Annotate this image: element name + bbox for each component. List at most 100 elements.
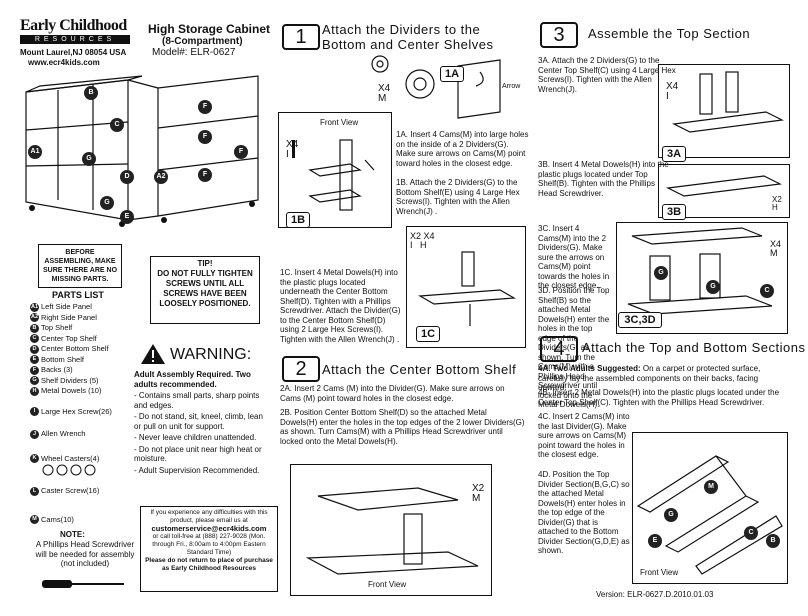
tip-title: TIP! (197, 259, 213, 268)
step3cd-label-c: C (760, 284, 774, 298)
overview-label-g2: G (100, 196, 114, 210)
casters-icon (42, 464, 96, 476)
note-title: NOTE: (60, 530, 85, 539)
step4c-text: 4C. Insert 2 Cams(M) into the last Divid… (538, 412, 630, 459)
contact-email[interactable]: customerservice@ecr4kids.com (151, 524, 267, 533)
step4-frame (632, 432, 788, 584)
step1b-front-view: Front View (320, 118, 359, 127)
warning-item: - Do not stand, sit, kneel, climb, lean … (134, 412, 263, 431)
step2a-text: 2A. Insert 2 Cams (M) into the Divider(G… (280, 384, 505, 403)
tip-box: TIP! DO NOT FULLY TIGHTEN SCREWS UNTIL A… (150, 256, 260, 324)
step3d-text: 3D. Position the Top Shelf(B) so the att… (538, 286, 610, 409)
contact-line1: If you experience any difficulties with … (150, 509, 268, 524)
product-title: High Storage Cabinet (148, 22, 271, 36)
version-label: Version: ELR-0627.D.2010.01.03 (596, 590, 714, 599)
step3a-frame (658, 64, 790, 158)
brand-sub: RESOURCES (20, 35, 130, 44)
overview-label-a2: A2 (154, 170, 168, 184)
cabinet-overview-illustration (25, 75, 259, 227)
step1c-text: 1C. Insert 4 Metal Dowels(H) into the pl… (280, 268, 401, 344)
step3cd-tag: 3C,3D (618, 312, 662, 328)
note-body: A Phillips Head Screwdriver will be need… (35, 540, 135, 568)
warning-item: - Do not place unit near high heat or mo… (134, 444, 262, 464)
warning-item: - Contains small parts, sharp points and… (134, 391, 260, 410)
step2-illustration (305, 487, 479, 575)
step1-title: Attach the Dividers to the Bottom and Ce… (322, 22, 494, 52)
brand-web: www.ecr4kids.com (28, 58, 100, 67)
step3b-tag: 3B (662, 204, 686, 220)
overview-label-f2: F (198, 130, 212, 144)
overview-label-f1: F (198, 100, 212, 114)
warning-icon (141, 344, 165, 364)
step1b-frame (278, 112, 392, 228)
step1c-illustration (418, 251, 516, 326)
contact-line3: Please do not return to place of purchas… (145, 557, 273, 572)
step4-label-b: B (766, 534, 780, 548)
overview-label-f4: F (198, 168, 212, 182)
tip-body: DO NOT FULLY TIGHTEN SCREWS UNTIL ALL SC… (157, 269, 253, 308)
step4d-text: 4D. Position the Top Divider Section(B,G… (538, 470, 630, 555)
warning-list: Adult Assembly Required. Two adults reco… (134, 370, 270, 475)
brand-name: Early Childhood (20, 17, 127, 34)
overview-label-g: G (82, 152, 96, 166)
step4a-text: 4A. Two Adults Suggested: On a carpet or… (538, 364, 788, 393)
step4-label-m: M (704, 480, 718, 494)
step3-number: 3 (540, 22, 578, 48)
step3cd-label-g1: G (654, 266, 668, 280)
step3a-text: 3A. Attach the 2 Dividers(G) to the Cent… (538, 56, 676, 94)
overview-label-e: E (120, 210, 134, 224)
step4-title: Attach the Top and Bottom Sections (582, 340, 806, 355)
step3c-text: 3C. Insert 4 Cams(M) into the 2 Dividers… (538, 224, 610, 290)
parts-list-title: PARTS LIST (52, 290, 104, 300)
step3-title: Assemble the Top Section (588, 26, 751, 41)
step3cd-illustration (627, 227, 773, 315)
step3cd-label-g2: G (706, 280, 720, 294)
step1b-illustration (292, 139, 375, 211)
warning-item: - Never leave children unattended. (134, 433, 257, 442)
step1a-text: 1A. Insert 4 Cams(M) into large holes on… (396, 130, 529, 168)
step4-number: 4 (540, 336, 578, 362)
warning-title: WARNING: (170, 346, 252, 363)
contact-line2: or call toll-free at (888) 227-9028 (Mon… (152, 533, 266, 556)
overview-label-c: C (110, 118, 124, 132)
step4b-text: 4B. Insert 2 Metal Dowels(H) into the pl… (538, 388, 780, 407)
brand-logo: Early Childhood RESOURCES (20, 18, 130, 44)
step1c-frame (406, 226, 526, 348)
step2-frame (290, 464, 492, 596)
step3a-illustration (671, 71, 785, 133)
step2-title: Attach the Center Bottom Shelf (322, 362, 517, 377)
overview-label-d: D (120, 170, 134, 184)
brand-address: Mount Laurel,NJ 08054 USA (20, 48, 127, 57)
step3b-frame (658, 164, 790, 218)
step4a-bold: 4A. Two Adults Suggested: (538, 364, 641, 373)
product-model: Model#: ELR-0627 (152, 47, 236, 58)
step4-front-view: Front View (640, 568, 679, 577)
step1a-arrow-label: Arrow (502, 83, 521, 90)
contact-box: If you experience any difficulties with … (140, 506, 278, 592)
step1c-tag: 1C (416, 326, 440, 342)
step3a-tag: 3A (662, 146, 686, 162)
step3cd-frame (616, 222, 788, 334)
step4-label-g1: G (664, 508, 678, 522)
screwdriver-icon (42, 580, 124, 588)
step2-number: 2 (282, 356, 320, 382)
step1c-qty: X2 X4 I H (410, 231, 435, 250)
overview-label-f3: F (234, 145, 248, 159)
